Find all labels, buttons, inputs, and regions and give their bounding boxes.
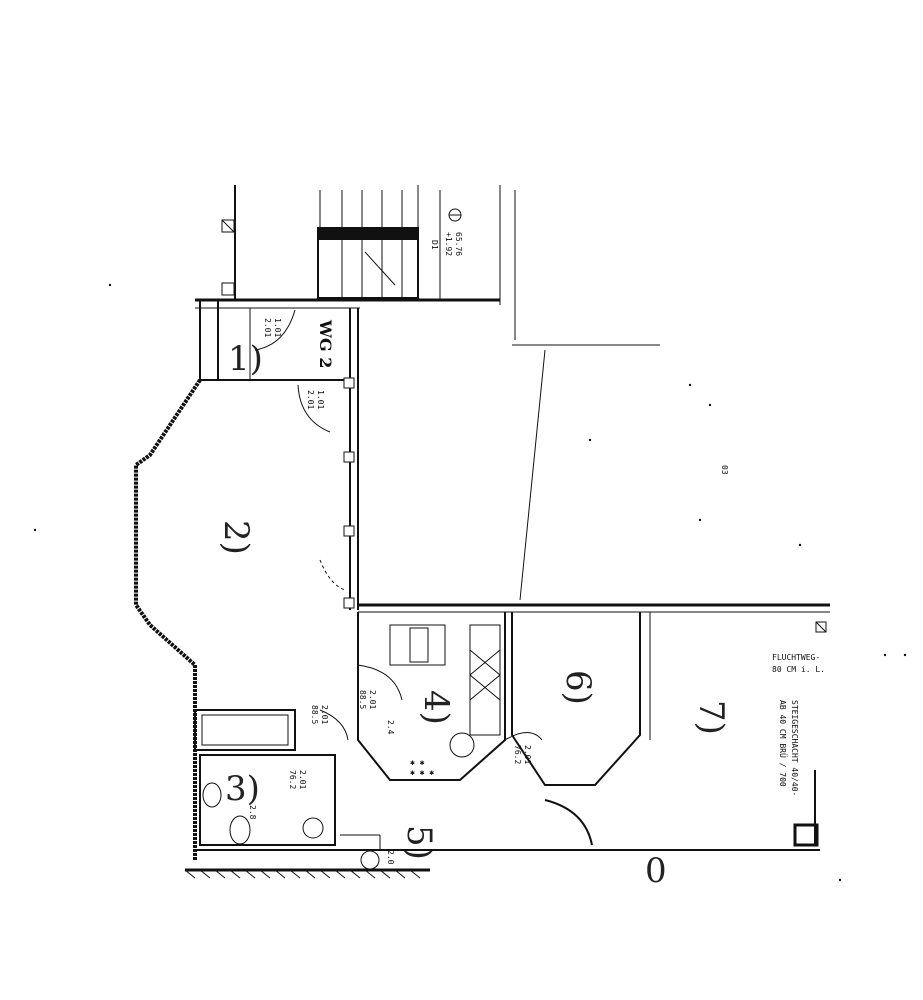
svg-text:88.5: 88.5 [358,690,367,709]
room-6: 6) 76.2 2.01 [504,612,641,846]
svg-text:2.01: 2.01 [263,318,272,337]
svg-text:STEIGESCHACHT 40/40-: STEIGESCHACHT 40/40- [790,700,799,796]
room-5: 5) 2.0 [340,825,439,870]
room-1-label: 1) [228,339,263,379]
bottom-mark: 0 [645,851,667,891]
svg-text:2.8: 2.8 [248,805,257,820]
wall-left-top [221,185,236,300]
room-2-label: 2) [216,520,256,555]
svg-text:FLUCHTWEG-: FLUCHTWEG- [772,653,820,662]
svg-text:2.01: 2.01 [368,690,377,709]
svg-text:2.01: 2.01 [306,390,315,409]
stair-code: D1 [430,240,439,250]
svg-text:76.2: 76.2 [288,770,297,789]
svg-text:2.01: 2.01 [320,705,329,724]
unit-label: WG 2 [316,319,335,368]
svg-text:76.2: 76.2 [513,745,522,764]
room-7-label: 7) [691,700,731,735]
svg-text:80 CM i. L.: 80 CM i. L. [772,665,825,674]
level-marker: D1 +1.92 65.76 [430,208,463,256]
svg-text:✱ ✱: ✱ ✱ [410,758,425,767]
svg-text:✱ ✱ ✱: ✱ ✱ ✱ [410,768,434,777]
room-5-label: 5) [399,825,439,860]
svg-text:1.01: 1.01 [273,318,282,337]
room-6-label: 6) [558,670,598,705]
area-code: 03 [720,465,729,475]
svg-text:2.01: 2.01 [298,770,307,789]
stair-level: +1.92 [444,232,453,256]
room-4-label: 4) [416,690,456,725]
svg-text:88.5: 88.5 [310,705,319,724]
svg-text:2.01: 2.01 [523,745,532,764]
room-1: 1) [199,299,350,381]
staircase [317,185,441,300]
svg-text:1.01: 1.01 [316,390,325,409]
room-2: 2) [134,378,346,860]
room-3: 3) 2.8 76.2 2.01 88.5 2.01 [194,705,349,846]
svg-text:2.4: 2.4 [386,720,395,735]
svg-text:AB 40 CM BRÜ / 700: AB 40 CM BRÜ / 700 [778,700,788,787]
svg-text:2.0: 2.0 [386,850,395,865]
corridor-wall [343,308,359,610]
room-3-label: 3) [225,769,260,809]
room-4: ✱ ✱ ✱ ✱ ✱ 4) 2.4 88.5 2.01 [357,612,506,781]
stair-level-2: 65.76 [454,232,463,256]
room-7: 7) FLUCHTWEG- 80 CM i. L. STEIGESCHACHT … [649,612,825,847]
